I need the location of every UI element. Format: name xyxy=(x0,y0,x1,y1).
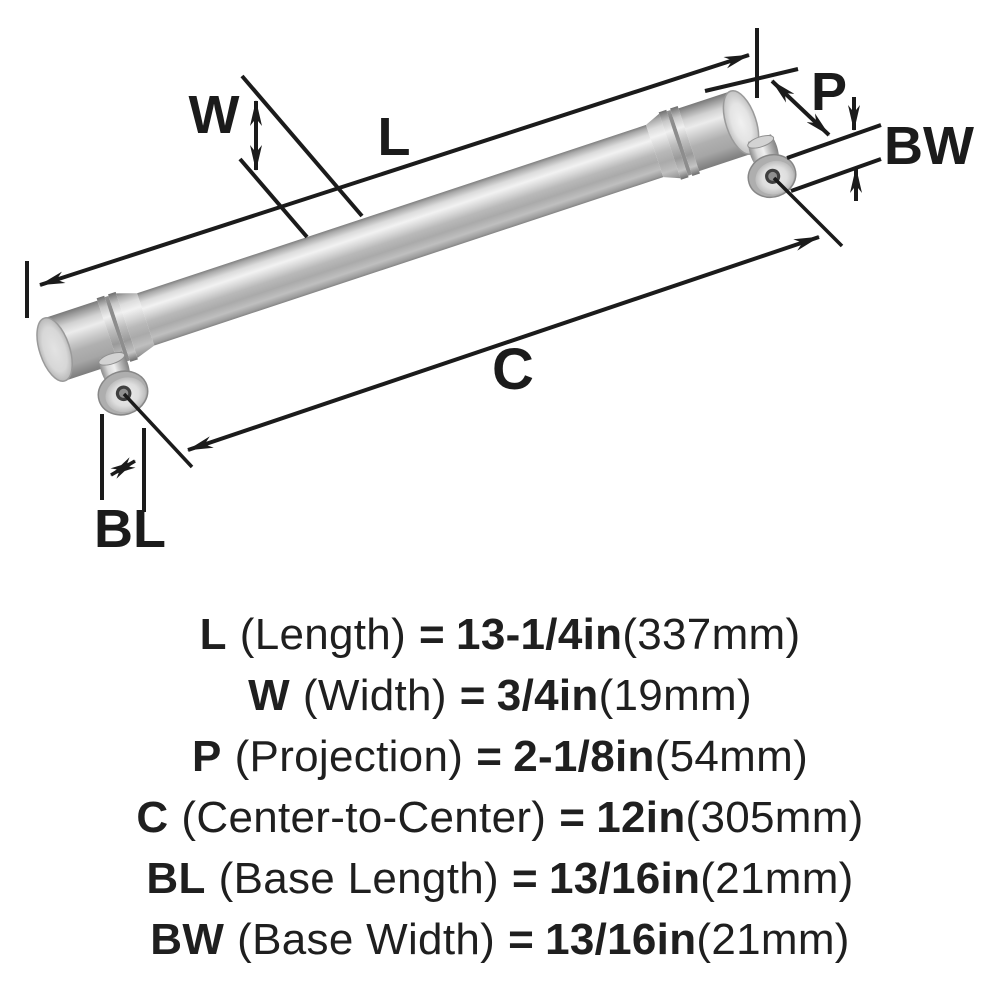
spec-value-imperial: 13-1/4in xyxy=(456,610,623,659)
BW-reference-line-lower xyxy=(790,157,882,193)
equals-sign: = xyxy=(511,854,538,903)
W-extension-tick-upper xyxy=(240,74,364,218)
label-P: P xyxy=(811,62,847,122)
dimension-lines xyxy=(25,28,882,512)
spec-name: (Center-to-Center) xyxy=(181,793,547,842)
equals-sign: = xyxy=(459,671,486,720)
spec-row-base-length: BL (Base Length) = 13/16in (21mm) xyxy=(0,848,1000,909)
P-reference-line xyxy=(704,67,799,93)
BL-dimension-arrow xyxy=(110,457,136,479)
spec-value-imperial: 12in xyxy=(596,793,686,842)
spec-name: (Length) xyxy=(239,610,407,659)
P-dimension-arrow xyxy=(770,79,831,137)
C-leader-left xyxy=(122,392,194,469)
spec-row-center-to-center: C (Center-to-Center) = 12in (305mm) xyxy=(0,787,1000,848)
spec-label: C xyxy=(136,793,169,842)
spec-row-base-width: BW (Base Width) = 13/16in (21mm) xyxy=(0,909,1000,970)
label-W: W xyxy=(189,85,240,145)
equals-sign: = xyxy=(476,732,503,781)
spec-value-metric: (305mm) xyxy=(685,793,864,842)
label-BW: BW xyxy=(884,116,974,176)
label-L: L xyxy=(378,107,411,167)
spec-label: W xyxy=(248,671,290,720)
spec-name: (Projection) xyxy=(234,732,464,781)
spec-value-metric: (54mm) xyxy=(654,732,809,781)
spec-label: BW xyxy=(150,915,225,964)
left-cap-face xyxy=(36,317,73,382)
spec-name: (Width) xyxy=(302,671,447,720)
left-collar-ring xyxy=(96,295,127,366)
spec-value-metric: (19mm) xyxy=(598,671,752,720)
spec-row-width: W (Width) = 3/4in (19mm) xyxy=(0,665,1000,726)
left-taper xyxy=(116,293,155,358)
BW-reference-line-upper xyxy=(786,123,882,160)
equals-sign: = xyxy=(508,915,535,964)
spec-row-projection: P (Projection) = 2-1/8in (54mm) xyxy=(0,726,1000,787)
left-collar-groove xyxy=(104,295,130,362)
spec-value-imperial: 2-1/8in xyxy=(513,732,655,781)
spec-label: P xyxy=(191,732,222,781)
W-extension-tick-lower xyxy=(238,157,309,239)
spec-value-metric: (21mm) xyxy=(700,854,854,903)
dimension-spec-list: L (Length) = 13-1/4in (337mm) W (Width) … xyxy=(0,604,1000,970)
spec-name: (Base Length) xyxy=(218,854,499,903)
L-dimension-arrow xyxy=(39,53,750,287)
equals-sign: = xyxy=(559,793,586,842)
handle-dimension-drawing: W L P BW C BL xyxy=(25,28,974,559)
equals-sign: = xyxy=(419,610,446,659)
left-post-collar xyxy=(98,351,126,366)
C-dimension-arrow xyxy=(187,235,820,452)
spec-label: BL xyxy=(146,854,206,903)
spec-value-imperial: 13/16in xyxy=(548,854,701,903)
left-collar-ring xyxy=(108,291,138,362)
label-BL: BL xyxy=(94,499,166,559)
C-leader-right xyxy=(772,176,844,248)
spec-row-length: L (Length) = 13-1/4in (337mm) xyxy=(0,604,1000,665)
spec-value-imperial: 3/4in xyxy=(496,671,599,720)
spec-value-metric: (337mm) xyxy=(622,610,801,659)
spec-label: L xyxy=(199,610,227,659)
spec-value-metric: (21mm) xyxy=(696,915,850,964)
spec-name: (Base Width) xyxy=(237,915,496,964)
label-C: C xyxy=(492,337,534,402)
spec-value-imperial: 13/16in xyxy=(545,915,697,964)
